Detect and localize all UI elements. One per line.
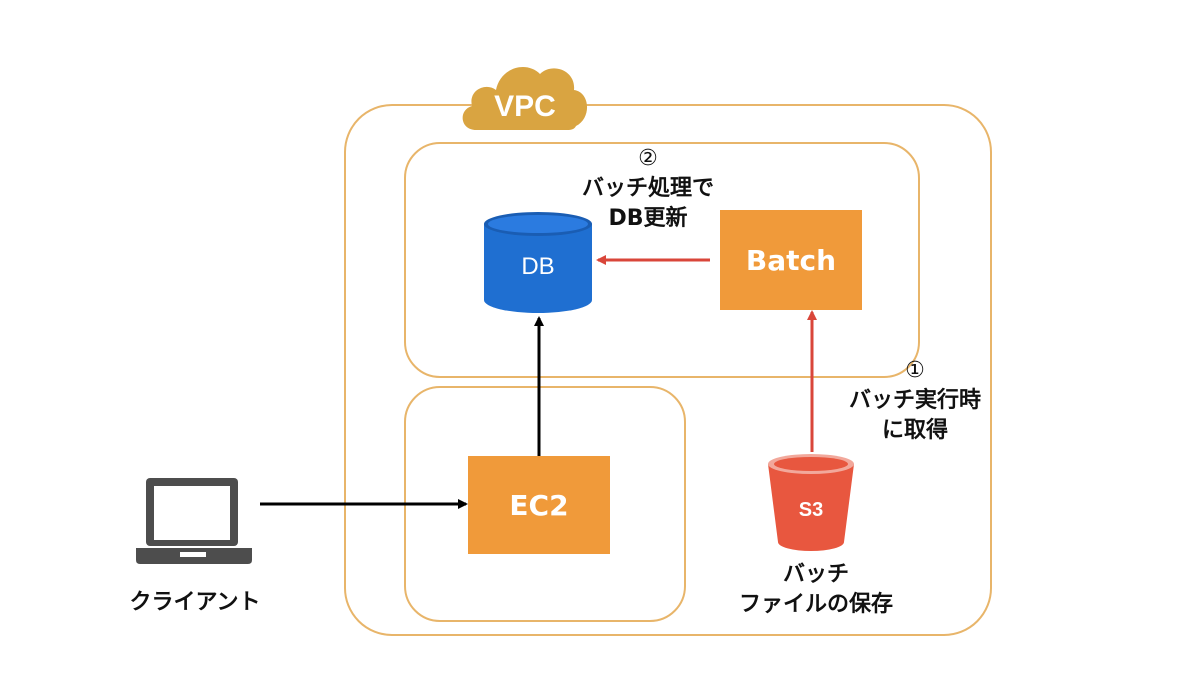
ec2-box: EC2 (468, 456, 610, 554)
s3-caption: バッチ ファイルの保存 (726, 560, 906, 620)
db-label: DB (521, 253, 554, 280)
step1-label: ① バッチ実行時 に取得 (830, 356, 1000, 446)
ec2-label: EC2 (509, 488, 569, 522)
step2-line1: バッチ処理で (581, 176, 714, 201)
client-label: クライアント (129, 590, 261, 615)
vpc-boundary (344, 104, 992, 636)
step1-line1: バッチ実行時 (848, 388, 981, 413)
db-cylinder-icon: DB (484, 212, 592, 313)
db-subnet-box (404, 142, 920, 378)
step2-line2: DB更新 (608, 206, 688, 231)
step2-label: ② バッチ処理で DB更新 (560, 144, 736, 234)
step1-number: ① (905, 358, 925, 383)
s3-label: S3 (799, 499, 823, 521)
s3-caption-line1: バッチ (782, 562, 849, 587)
batch-box: Batch (720, 210, 862, 310)
s3-bucket-icon: S3 (768, 454, 854, 551)
vpc-label: VPC (494, 90, 556, 123)
vpc-cloud-icon: VPC (462, 67, 588, 130)
step2-number: ② (638, 146, 658, 171)
s3-caption-line2: ファイルの保存 (738, 592, 893, 617)
laptop-icon (136, 478, 252, 564)
batch-label: Batch (745, 243, 837, 277)
step1-line2: に取得 (881, 418, 948, 443)
